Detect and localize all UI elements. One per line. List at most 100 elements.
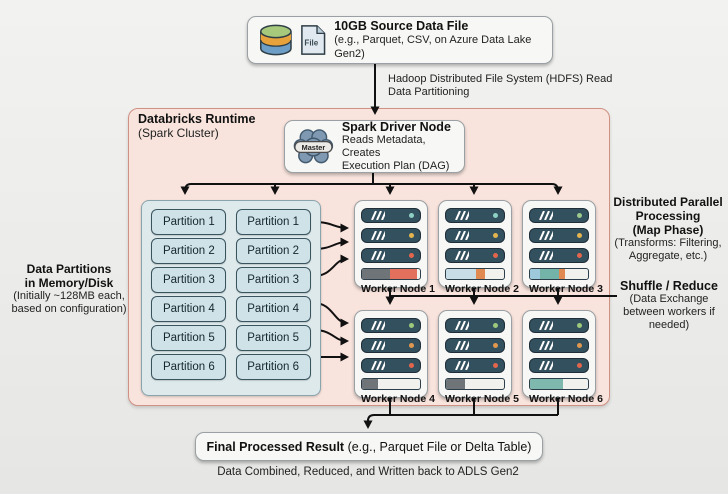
partition-box: Partition 1 — [151, 209, 227, 235]
hdfs-label: Hadoop Distributed File System (HDFS) Re… — [388, 73, 613, 98]
server-bar — [529, 358, 589, 373]
capacity-segment — [558, 269, 565, 279]
status-dot — [409, 363, 414, 368]
status-dot — [493, 213, 498, 218]
capacity-bar — [529, 378, 589, 390]
worker-node-2: Worker Node 2 — [438, 200, 519, 295]
capacity-segment — [540, 269, 559, 279]
capacity-segment — [446, 379, 466, 389]
driver-line2: Execution Plan (DAG) — [341, 159, 450, 172]
partition-box: Partition 4 — [235, 296, 311, 322]
partition-box: Partition 1 — [235, 209, 311, 235]
status-dot — [577, 213, 582, 218]
server-bar — [445, 358, 505, 373]
status-dot — [493, 253, 498, 258]
capacity-segment — [446, 269, 477, 279]
status-dot — [493, 343, 498, 348]
merge-horizontal — [367, 414, 558, 422]
capacity-segment — [362, 379, 378, 389]
server-bar — [445, 208, 505, 223]
partition-box: Partition 5 — [151, 325, 227, 351]
status-dot — [577, 343, 582, 348]
partition-box: Partition 6 — [151, 354, 227, 380]
server-bar — [361, 358, 421, 373]
worker-node-4: Worker Node 4 — [354, 310, 435, 405]
status-dot — [409, 253, 414, 258]
capacity-segment — [389, 269, 417, 279]
master-brain-icon: Master — [293, 128, 334, 163]
server-bar — [445, 228, 505, 243]
capacity-segment — [530, 379, 564, 389]
server-bar — [529, 338, 589, 353]
partition-box: Partition 3 — [235, 267, 311, 293]
partition-column-1: Partition 1 Partition 2 Partition 3 Partiti… — [151, 209, 227, 395]
data-partitions-note: Data Partitions in Memory/Disk (Initiall… — [11, 262, 127, 315]
server-bar — [445, 318, 505, 333]
svg-text:File: File — [304, 39, 318, 48]
worker-node-label: Worker Node 6 — [529, 393, 603, 405]
worker-node-label: Worker Node 4 — [361, 393, 435, 405]
partition-box: Partition 2 — [151, 238, 227, 264]
status-dot — [577, 233, 582, 238]
partition-box: Partition 5 — [235, 325, 311, 351]
partition-box: Partition 4 — [151, 296, 227, 322]
worker-node-label: Worker Node 1 — [361, 283, 435, 295]
database-icon — [260, 24, 292, 56]
partition-box: Partition 2 — [235, 238, 311, 264]
server-bar — [529, 228, 589, 243]
result-bold: Final Processed Result — [206, 439, 345, 454]
capacity-segment — [476, 269, 486, 279]
server-bar — [529, 248, 589, 263]
capacity-bar — [529, 268, 589, 280]
cluster-subtitle: (Spark Cluster) — [138, 126, 219, 140]
map-phase-note: Distributed Parallel Processing (Map Pha… — [613, 195, 723, 262]
capacity-bar — [361, 268, 421, 280]
status-dot — [409, 233, 414, 238]
source-title: 10GB Source Data File — [334, 19, 469, 33]
status-dot — [577, 363, 582, 368]
result-normal: (e.g., Parquet File or Delta Table) — [344, 439, 532, 454]
cluster-header: Databricks Runtime (Spark Cluster) — [138, 112, 255, 140]
server-bar — [361, 338, 421, 353]
final-result-box: Final Processed Result (e.g., Parquet Fi… — [195, 432, 543, 461]
status-dot — [409, 213, 414, 218]
worker-node-label: Worker Node 3 — [529, 283, 603, 295]
server-bar — [529, 208, 589, 223]
status-dot — [409, 323, 414, 328]
worker-node-label: Worker Node 2 — [445, 283, 519, 295]
server-bar — [361, 248, 421, 263]
capacity-bar — [445, 378, 505, 390]
driver-title: Spark Driver Node — [341, 119, 451, 134]
source-data-box: File 10GB Source Data File (e.g., Parque… — [247, 16, 553, 64]
driver-line1: Reads Metadata, Creates — [341, 133, 426, 159]
status-dot — [409, 343, 414, 348]
server-bar — [529, 318, 589, 333]
worker-node-5: Worker Node 5 — [438, 310, 519, 405]
spark-driver-box: Master Spark Driver Node Reads Metadata,… — [284, 120, 465, 173]
source-subtitle: (e.g., Parquet, CSV, on Azure Data Lake … — [334, 34, 532, 60]
worker-node-6: Worker Node 6 — [522, 310, 603, 405]
svg-text:Master: Master — [302, 142, 326, 151]
capacity-bar — [445, 268, 505, 280]
partition-grid: Partition 1 Partition 2 Partition 3 Partiti… — [141, 200, 321, 396]
server-bar — [361, 208, 421, 223]
status-dot — [493, 363, 498, 368]
worker-node-3: Worker Node 3 — [522, 200, 603, 295]
status-dot — [577, 323, 582, 328]
shuffle-reduce-note: Shuffle / Reduce (Data Exchange between … — [620, 279, 718, 331]
capacity-segment — [362, 269, 390, 279]
partition-box: Partition 3 — [151, 267, 227, 293]
status-dot — [577, 253, 582, 258]
capacity-segment — [530, 269, 541, 279]
file-icon: File — [300, 25, 326, 55]
worker-node-label: Worker Node 5 — [445, 393, 519, 405]
server-bar — [445, 248, 505, 263]
cluster-title: Databricks Runtime — [138, 112, 256, 126]
partition-box: Partition 6 — [235, 354, 311, 380]
server-bar — [445, 338, 505, 353]
server-bar — [361, 228, 421, 243]
footer-caption: Data Combined, Reduced, and Written back… — [217, 466, 519, 478]
worker-node-1: Worker Node 1 — [354, 200, 435, 295]
capacity-bar — [361, 378, 421, 390]
